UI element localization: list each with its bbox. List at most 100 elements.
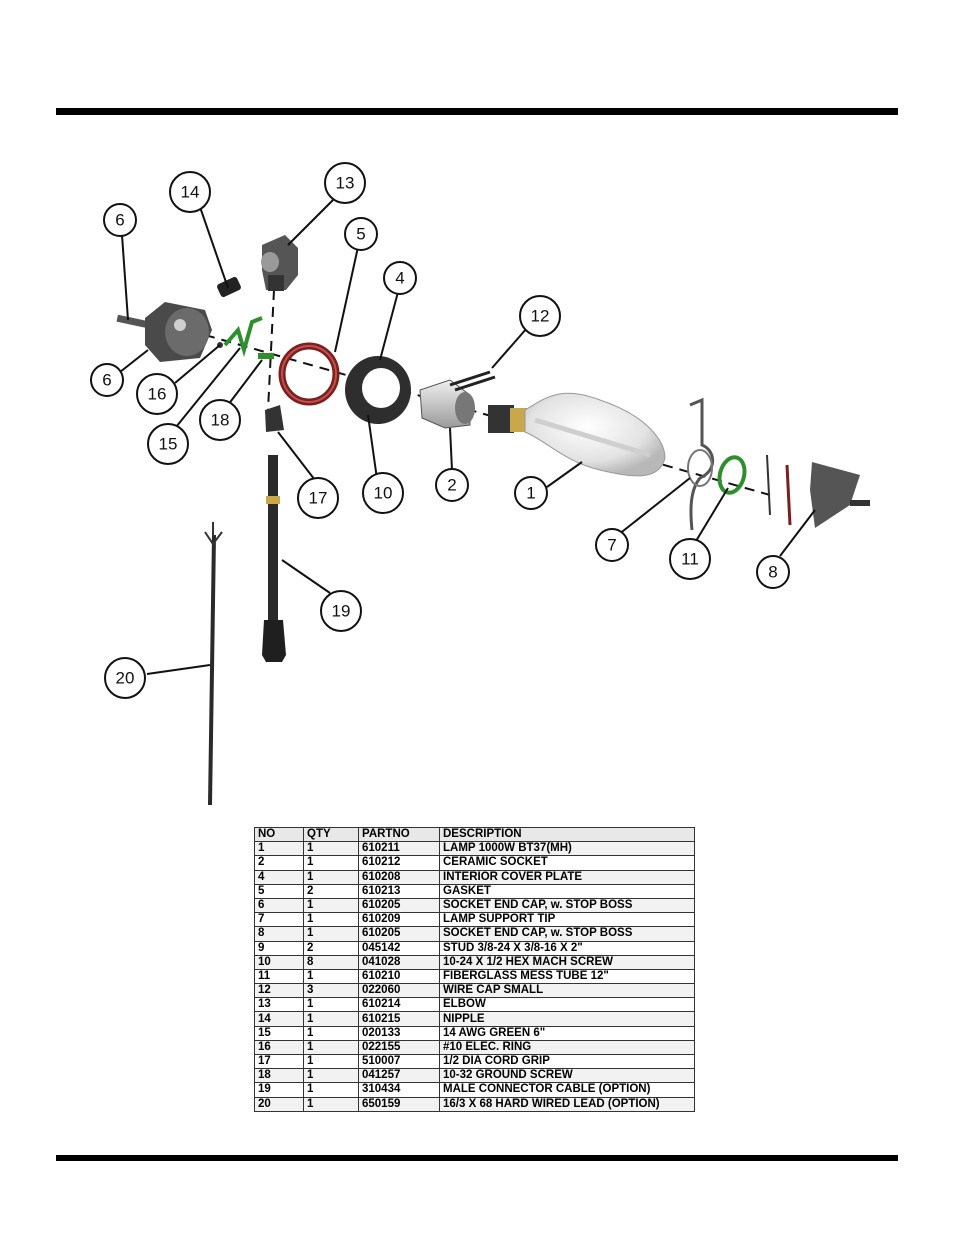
table-header-row: NO QTY PARTNO DESCRIPTION <box>254 826 695 843</box>
cell-description: NIPPLE <box>439 1011 695 1027</box>
callout-9: 6 <box>103 203 137 237</box>
svg-text:7: 7 <box>607 536 616 555</box>
cell-description: GASKET <box>439 883 695 899</box>
cell-no: 7 <box>254 912 304 928</box>
vertical-axis <box>267 289 275 411</box>
cell-qty: 1 <box>303 841 359 857</box>
cell-no: 18 <box>254 1068 304 1084</box>
part-ceramic-socket <box>419 379 475 429</box>
cell-description: SOCKET END CAP, w. STOP BOSS <box>439 897 695 914</box>
svg-text:2: 2 <box>447 476 456 495</box>
bottom-rule <box>56 1155 898 1161</box>
part-ground-screw <box>258 353 274 359</box>
cell-qty: 1 <box>303 1053 359 1070</box>
part-cord-grip <box>265 405 284 432</box>
callout-7: 7 <box>595 528 629 562</box>
cell-qty: 1 <box>303 1096 359 1112</box>
cell-qty: 1 <box>303 926 359 942</box>
svg-text:6: 6 <box>115 211 124 230</box>
cell-no: 14 <box>254 1011 304 1027</box>
cell-qty: 1 <box>303 855 359 871</box>
svg-text:12: 12 <box>531 307 550 326</box>
cell-description: 1/2 DIA CORD GRIP <box>439 1053 695 1070</box>
cell-qty: 1 <box>303 997 359 1013</box>
callout-1: 1 <box>514 476 548 510</box>
cell-partno: 041257 <box>358 1068 440 1084</box>
callout-2: 2 <box>435 468 469 502</box>
callout-6: 66 <box>90 363 124 397</box>
cell-qty: 1 <box>303 1082 359 1098</box>
cell-partno: 610208 <box>358 869 440 885</box>
cell-no: 10 <box>254 954 304 970</box>
part-interior-cover-plate <box>345 356 411 424</box>
cell-no: 4 <box>254 869 304 885</box>
col-header-partno: PARTNO <box>358 826 440 843</box>
cell-description: #10 ELEC. RING <box>439 1039 695 1056</box>
cell-no: 13 <box>254 997 304 1013</box>
cell-description: LAMP 1000W BT37(MH) <box>439 841 695 857</box>
cell-partno: 610209 <box>358 912 440 928</box>
cell-no: 19 <box>254 1082 304 1098</box>
part-nipple <box>217 276 241 298</box>
cell-no: 6 <box>254 897 304 914</box>
cell-partno: 041028 <box>358 954 440 970</box>
callout-20: 20 <box>104 657 146 699</box>
cell-no: 20 <box>254 1096 304 1112</box>
svg-text:1: 1 <box>526 484 535 503</box>
cell-no: 9 <box>254 940 304 956</box>
cell-partno: 022155 <box>358 1039 440 1056</box>
svg-text:11: 11 <box>681 550 699 569</box>
svg-text:8: 8 <box>768 563 777 582</box>
cell-partno: 610213 <box>358 883 440 899</box>
col-header-description: DESCRIPTION <box>439 826 695 843</box>
cell-partno: 610210 <box>358 968 440 985</box>
cell-partno: 610211 <box>358 841 440 857</box>
svg-text:5: 5 <box>356 225 365 244</box>
part-connector-cable <box>262 455 286 662</box>
cell-description: INTERIOR COVER PLATE <box>439 869 695 885</box>
callout-13: 13 <box>324 162 366 204</box>
callout-11: 11 <box>669 538 711 580</box>
svg-text:10: 10 <box>374 484 393 503</box>
part-mesh-tube-ring <box>717 455 747 495</box>
col-header-qty: QTY <box>303 826 359 843</box>
cell-qty: 1 <box>303 1025 359 1041</box>
callout-14: 14 <box>169 171 211 213</box>
cell-description: SOCKET END CAP, w. STOP BOSS <box>439 926 695 942</box>
svg-text:4: 4 <box>395 269 404 288</box>
svg-text:17: 17 <box>309 489 328 508</box>
cell-qty: 1 <box>303 897 359 914</box>
cell-qty: 1 <box>303 869 359 885</box>
cell-description: WIRE CAP SMALL <box>439 983 695 999</box>
cell-description: 10-24 X 1/2 HEX MACH SCREW <box>439 954 695 970</box>
callout-4: 4 <box>383 261 417 295</box>
cell-qty: 2 <box>303 883 359 899</box>
cell-qty: 2 <box>303 940 359 956</box>
cell-no: 2 <box>254 855 304 871</box>
svg-text:14: 14 <box>181 183 200 202</box>
cell-no: 12 <box>254 983 304 999</box>
svg-text:19: 19 <box>332 602 351 621</box>
cell-description: LAMP SUPPORT TIP <box>439 912 695 928</box>
cell-no: 8 <box>254 926 304 942</box>
part-gasket <box>278 342 340 406</box>
cell-qty: 1 <box>303 912 359 928</box>
cell-qty: 1 <box>303 1039 359 1056</box>
cell-partno: 610214 <box>358 997 440 1013</box>
cell-description: FIBERGLASS MESS TUBE 12" <box>439 968 695 985</box>
callout-15: 15 <box>147 423 189 465</box>
callout-19: 19 <box>320 590 362 632</box>
